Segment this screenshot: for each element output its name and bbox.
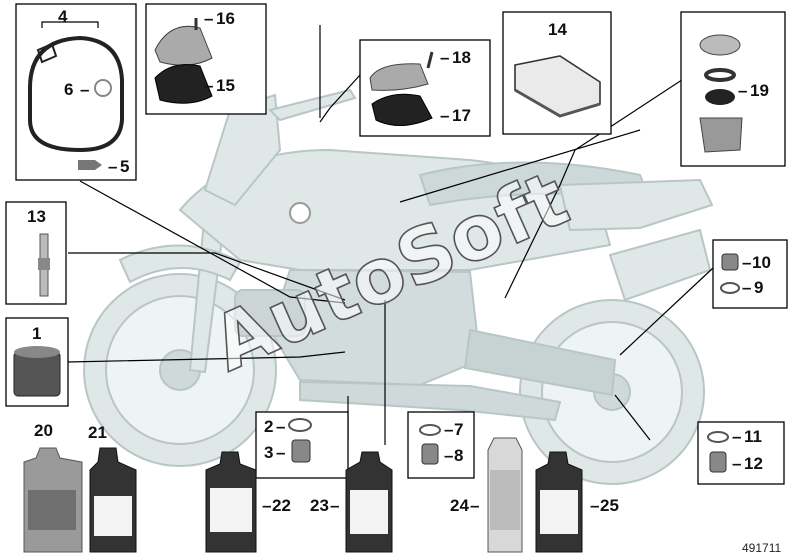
callout-label-13: 13 <box>27 207 46 226</box>
screw-part-2 <box>426 51 434 69</box>
reservoir-cover-part <box>154 25 213 66</box>
callout-box-gearbox-plug: – 7 – 8 <box>407 411 475 479</box>
drain-plug-part-3 <box>291 439 311 463</box>
callout-label-2: 2 <box>264 417 273 436</box>
callout-label-10: 10 <box>752 253 771 272</box>
callout-label-16: 16 <box>216 9 235 28</box>
callout-label-6: 6 <box>64 80 73 99</box>
seal-ring-part <box>94 79 112 97</box>
svg-text:–: – <box>108 157 117 176</box>
callout-box-gasket-set: 4 6 – – 5 <box>15 3 137 181</box>
callout-box-oil-filter: 1 <box>5 317 69 407</box>
drain-plug-part-8 <box>421 443 439 465</box>
callout-label-12: 12 <box>744 454 763 473</box>
reservoir-diaphragm-part <box>705 89 735 105</box>
reservoir-seal-part <box>704 68 736 82</box>
svg-text:–: – <box>204 9 213 28</box>
callout-label-14: 14 <box>548 20 567 39</box>
svg-text:–: – <box>204 76 213 95</box>
callout-label-9: 9 <box>754 278 763 297</box>
callout-label-15: 15 <box>216 76 235 95</box>
leader-lines <box>67 25 721 445</box>
callout-label-17: 17 <box>452 106 471 125</box>
svg-text:–: – <box>732 454 741 473</box>
svg-text:–: – <box>470 496 479 515</box>
svg-text:–: – <box>732 427 741 446</box>
svg-text:–: – <box>440 106 449 125</box>
callout-box-reservoir-cover: – 16 – 15 <box>145 3 267 115</box>
callout-label-7: 7 <box>454 420 463 439</box>
clutch-gasket-part <box>371 93 433 126</box>
drain-plug-part-12 <box>709 451 727 473</box>
svg-text:–: – <box>276 417 285 436</box>
callout-label-25: 25 <box>600 496 619 515</box>
callout-label-4: 4 <box>58 7 68 26</box>
exhaust-pipe <box>299 380 562 422</box>
svg-text:–: – <box>440 48 449 67</box>
swingarm <box>463 328 617 397</box>
oil-filter-part <box>13 351 61 397</box>
front-fender <box>118 244 242 284</box>
seal-ring-part-2 <box>288 418 312 432</box>
callout-label-20: 20 <box>34 421 53 440</box>
svg-text:–: – <box>742 253 751 272</box>
callout-label-1: 1 <box>32 324 41 343</box>
svg-text:–: – <box>444 446 453 465</box>
fluid-bottles: 20 21 – 22 23 – 24 – – 25 <box>23 421 619 553</box>
motorcycle-illustration <box>83 88 714 485</box>
callout-box-air-filter: 14 <box>502 11 612 135</box>
reservoir-gasket-part <box>154 64 213 104</box>
seal-ring-part-9 <box>720 282 740 294</box>
drain-plug-part-10 <box>721 253 739 271</box>
reservoir-cap-part <box>699 34 741 56</box>
callout-label-21: 21 <box>88 423 107 442</box>
callout-box-final-drive-plug: – 11 – 12 <box>697 421 785 485</box>
callout-box-clutch-reservoir: – 18 – 17 <box>359 39 491 137</box>
callout-label-24: 24 <box>450 496 469 515</box>
windscreen <box>203 93 282 207</box>
handlebar <box>268 88 357 122</box>
callout-box-oil-drain-plug: 2 – 3 – <box>255 411 349 479</box>
svg-text:–: – <box>590 496 599 515</box>
reservoir-body-part <box>699 117 743 153</box>
callout-label-22: 22 <box>272 496 291 515</box>
bmw-roundel <box>289 202 311 224</box>
seal-ring-part-7 <box>419 424 441 436</box>
clutch-cover-part <box>369 63 429 91</box>
svg-text:–: – <box>262 496 271 515</box>
callout-label-18: 18 <box>452 48 471 67</box>
bracket-clip-part <box>36 42 58 64</box>
callout-box-spark-plug: 13 <box>5 201 67 305</box>
svg-text:–: – <box>330 496 339 515</box>
callout-box-rear-drive-plug: – 10 – 9 <box>712 239 788 309</box>
callout-label-19: 19 <box>750 81 769 100</box>
svg-text:–: – <box>738 81 747 100</box>
svg-text:–: – <box>80 80 89 99</box>
callout-label-5: 5 <box>120 157 129 176</box>
rear-rack <box>558 178 714 232</box>
callout-label-8: 8 <box>454 446 463 465</box>
callout-label-3: 3 <box>264 443 273 462</box>
callout-label-11: 11 <box>744 427 762 446</box>
svg-text:–: – <box>444 420 453 439</box>
seal-ring-part-11 <box>707 431 729 443</box>
callout-label-23: 23 <box>310 496 329 515</box>
cylinder-head-left <box>234 289 306 337</box>
exhaust-muffler <box>608 228 712 302</box>
svg-text:–: – <box>276 443 285 462</box>
bolt-part <box>78 160 102 170</box>
callout-box-brake-reservoir: – 19 <box>680 11 786 167</box>
diagram-id-label: 491711 <box>742 541 781 555</box>
svg-text:–: – <box>742 278 751 297</box>
